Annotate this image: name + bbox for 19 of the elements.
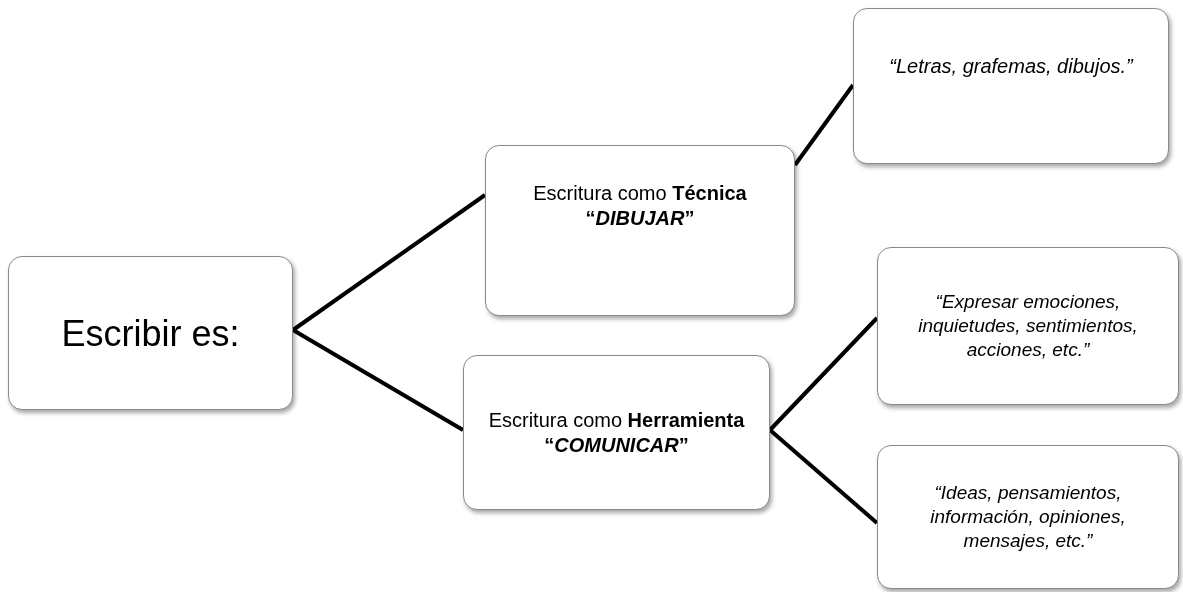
heading-text: Escribir es: — [61, 311, 240, 356]
box-text: “Expresar emociones, inquietudes, sentimientos, acciones, etc.” — [917, 290, 1139, 362]
rounded-box — [877, 445, 1179, 589]
box-text: Escritura como Herramienta — [488, 407, 745, 433]
connector-line — [291, 193, 487, 332]
connector-line — [768, 316, 879, 432]
keyword-text: “COMUNICAR” — [544, 432, 689, 458]
rounded-box — [8, 256, 293, 410]
box-text: Escritura como Técnica — [533, 180, 747, 206]
connector-line — [793, 83, 855, 167]
rounded-box — [877, 247, 1179, 405]
connector-line — [768, 428, 879, 525]
rounded-box — [485, 145, 795, 316]
connector-line — [292, 328, 464, 432]
rounded-box — [853, 8, 1169, 164]
box-text: “Ideas, pensamientos, información, opiniones, mensajes, etc.” — [929, 481, 1127, 553]
rounded-box — [463, 355, 770, 510]
keyword-text: “DIBUJAR” — [585, 205, 695, 231]
box-text: “Letras, grafemas, dibujos.” — [889, 53, 1133, 79]
